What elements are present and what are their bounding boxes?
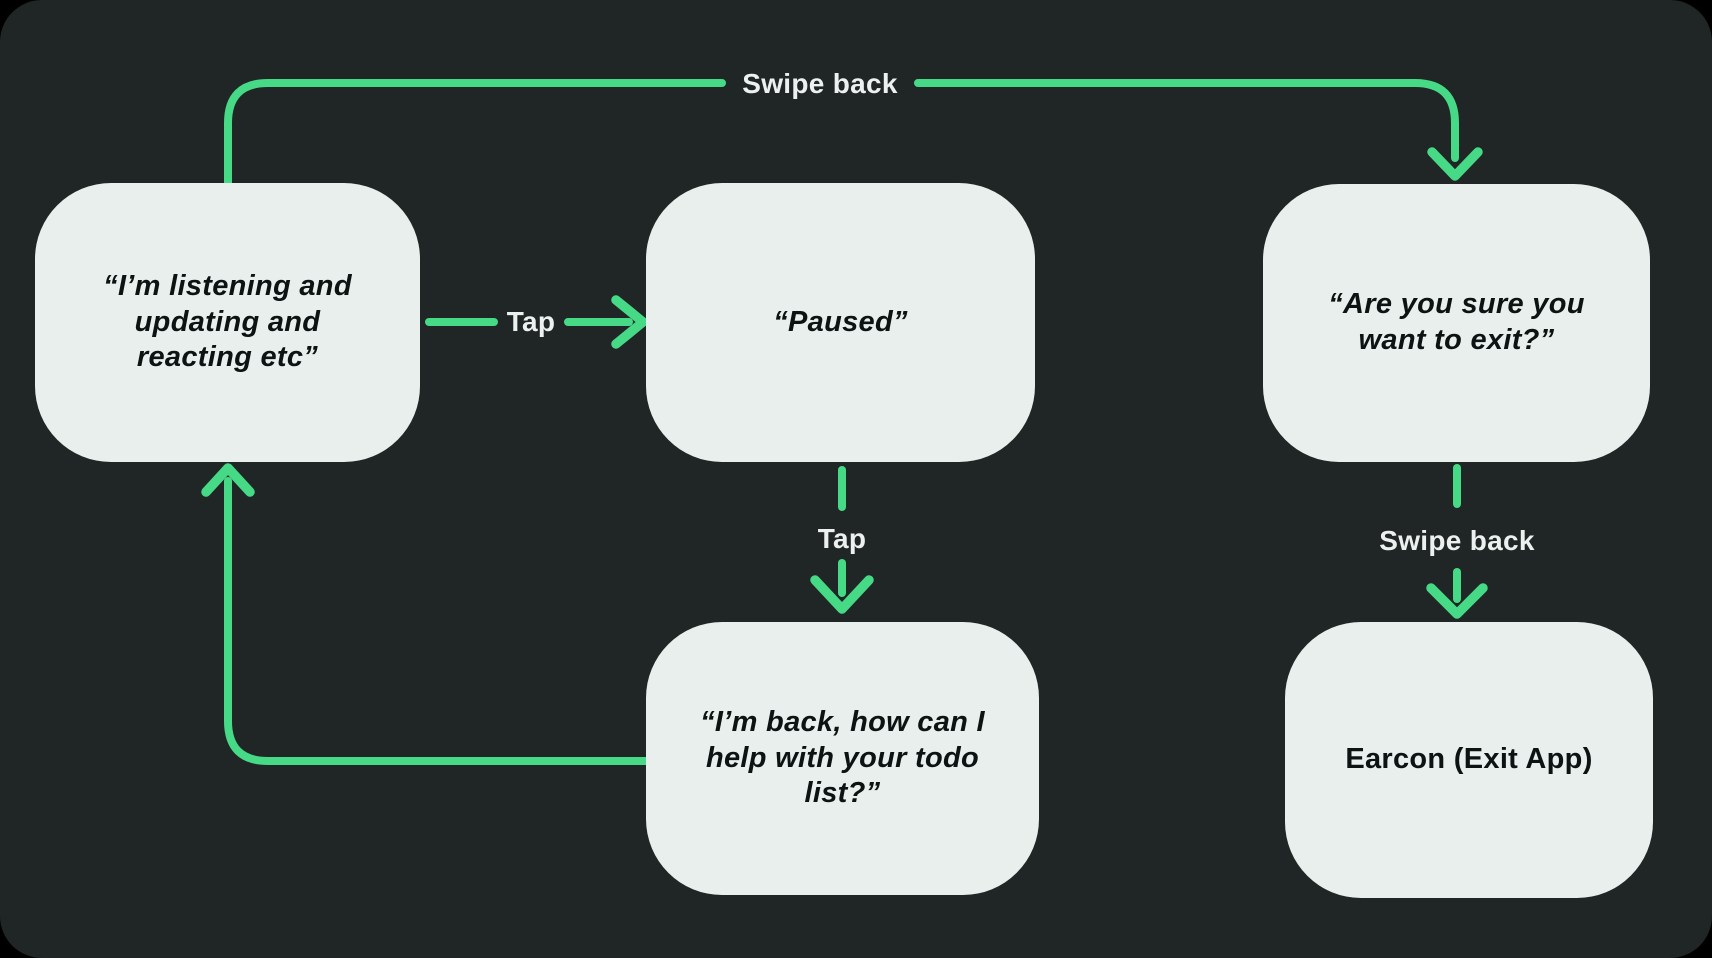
node-earcon-exit: Earcon (Exit App) bbox=[1285, 622, 1653, 898]
node-back-state: “I’m back, how can I help with your todo… bbox=[646, 622, 1039, 895]
node-exit-confirm-state: “Are you sure you want to exit?” bbox=[1263, 184, 1650, 462]
edge-label-swipe-back-top: Swipe back bbox=[742, 68, 898, 99]
edge-label-tap-down: Tap bbox=[817, 523, 867, 554]
edge-label-swipe-back-down: Swipe back bbox=[1379, 525, 1535, 556]
node-exit-confirm-text: “Are you sure you want to exit?” bbox=[1328, 288, 1585, 356]
node-paused-text: “Paused” bbox=[773, 305, 908, 338]
edge-label-tap-right: Tap bbox=[506, 306, 556, 337]
node-earcon-text: Earcon (Exit App) bbox=[1345, 743, 1593, 776]
node-listening-text: “I’m listening and updating and reacting… bbox=[103, 269, 352, 374]
node-paused-state: “Paused” bbox=[646, 183, 1035, 462]
node-back-text: “I’m back, how can I help with your todo… bbox=[700, 705, 985, 810]
node-listening-state: “I’m listening and updating and reacting… bbox=[35, 183, 420, 462]
